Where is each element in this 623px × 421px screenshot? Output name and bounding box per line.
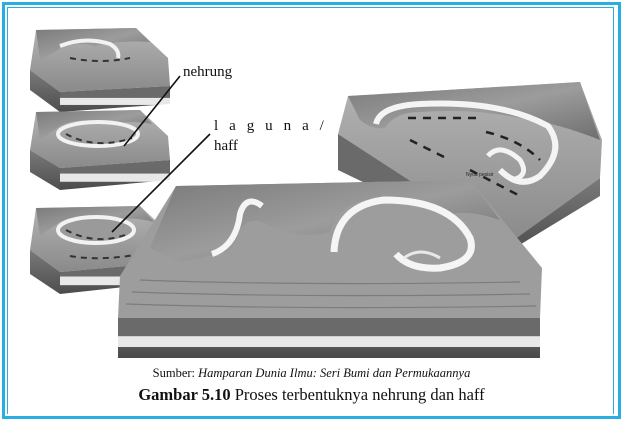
figure-caption: Gambar 5.10 Proses terbentuknya nehrung … [0, 385, 623, 405]
caption-number: Gambar 5.10 [138, 385, 230, 404]
source-prefix: Sumber: [153, 366, 195, 380]
source-credit: Sumber: Hamparan Dunia Ilmu: Seri Bumi d… [0, 366, 623, 381]
small-block-annotation: Nyou pesisir [466, 172, 494, 178]
stage-2-block [30, 110, 170, 190]
laguna-label: l a g u n a / [214, 118, 327, 135]
stage-large-bottom-block [118, 180, 542, 358]
caption-text: Proses terbentuknya nehrung dan haff [235, 385, 485, 404]
nehrung-label: nehrung [183, 64, 232, 81]
source-title: Hamparan Dunia Ilmu: Seri Bumi dan Permu… [198, 366, 470, 380]
stage-1-block [30, 28, 170, 112]
haff-label: haff [214, 138, 238, 155]
